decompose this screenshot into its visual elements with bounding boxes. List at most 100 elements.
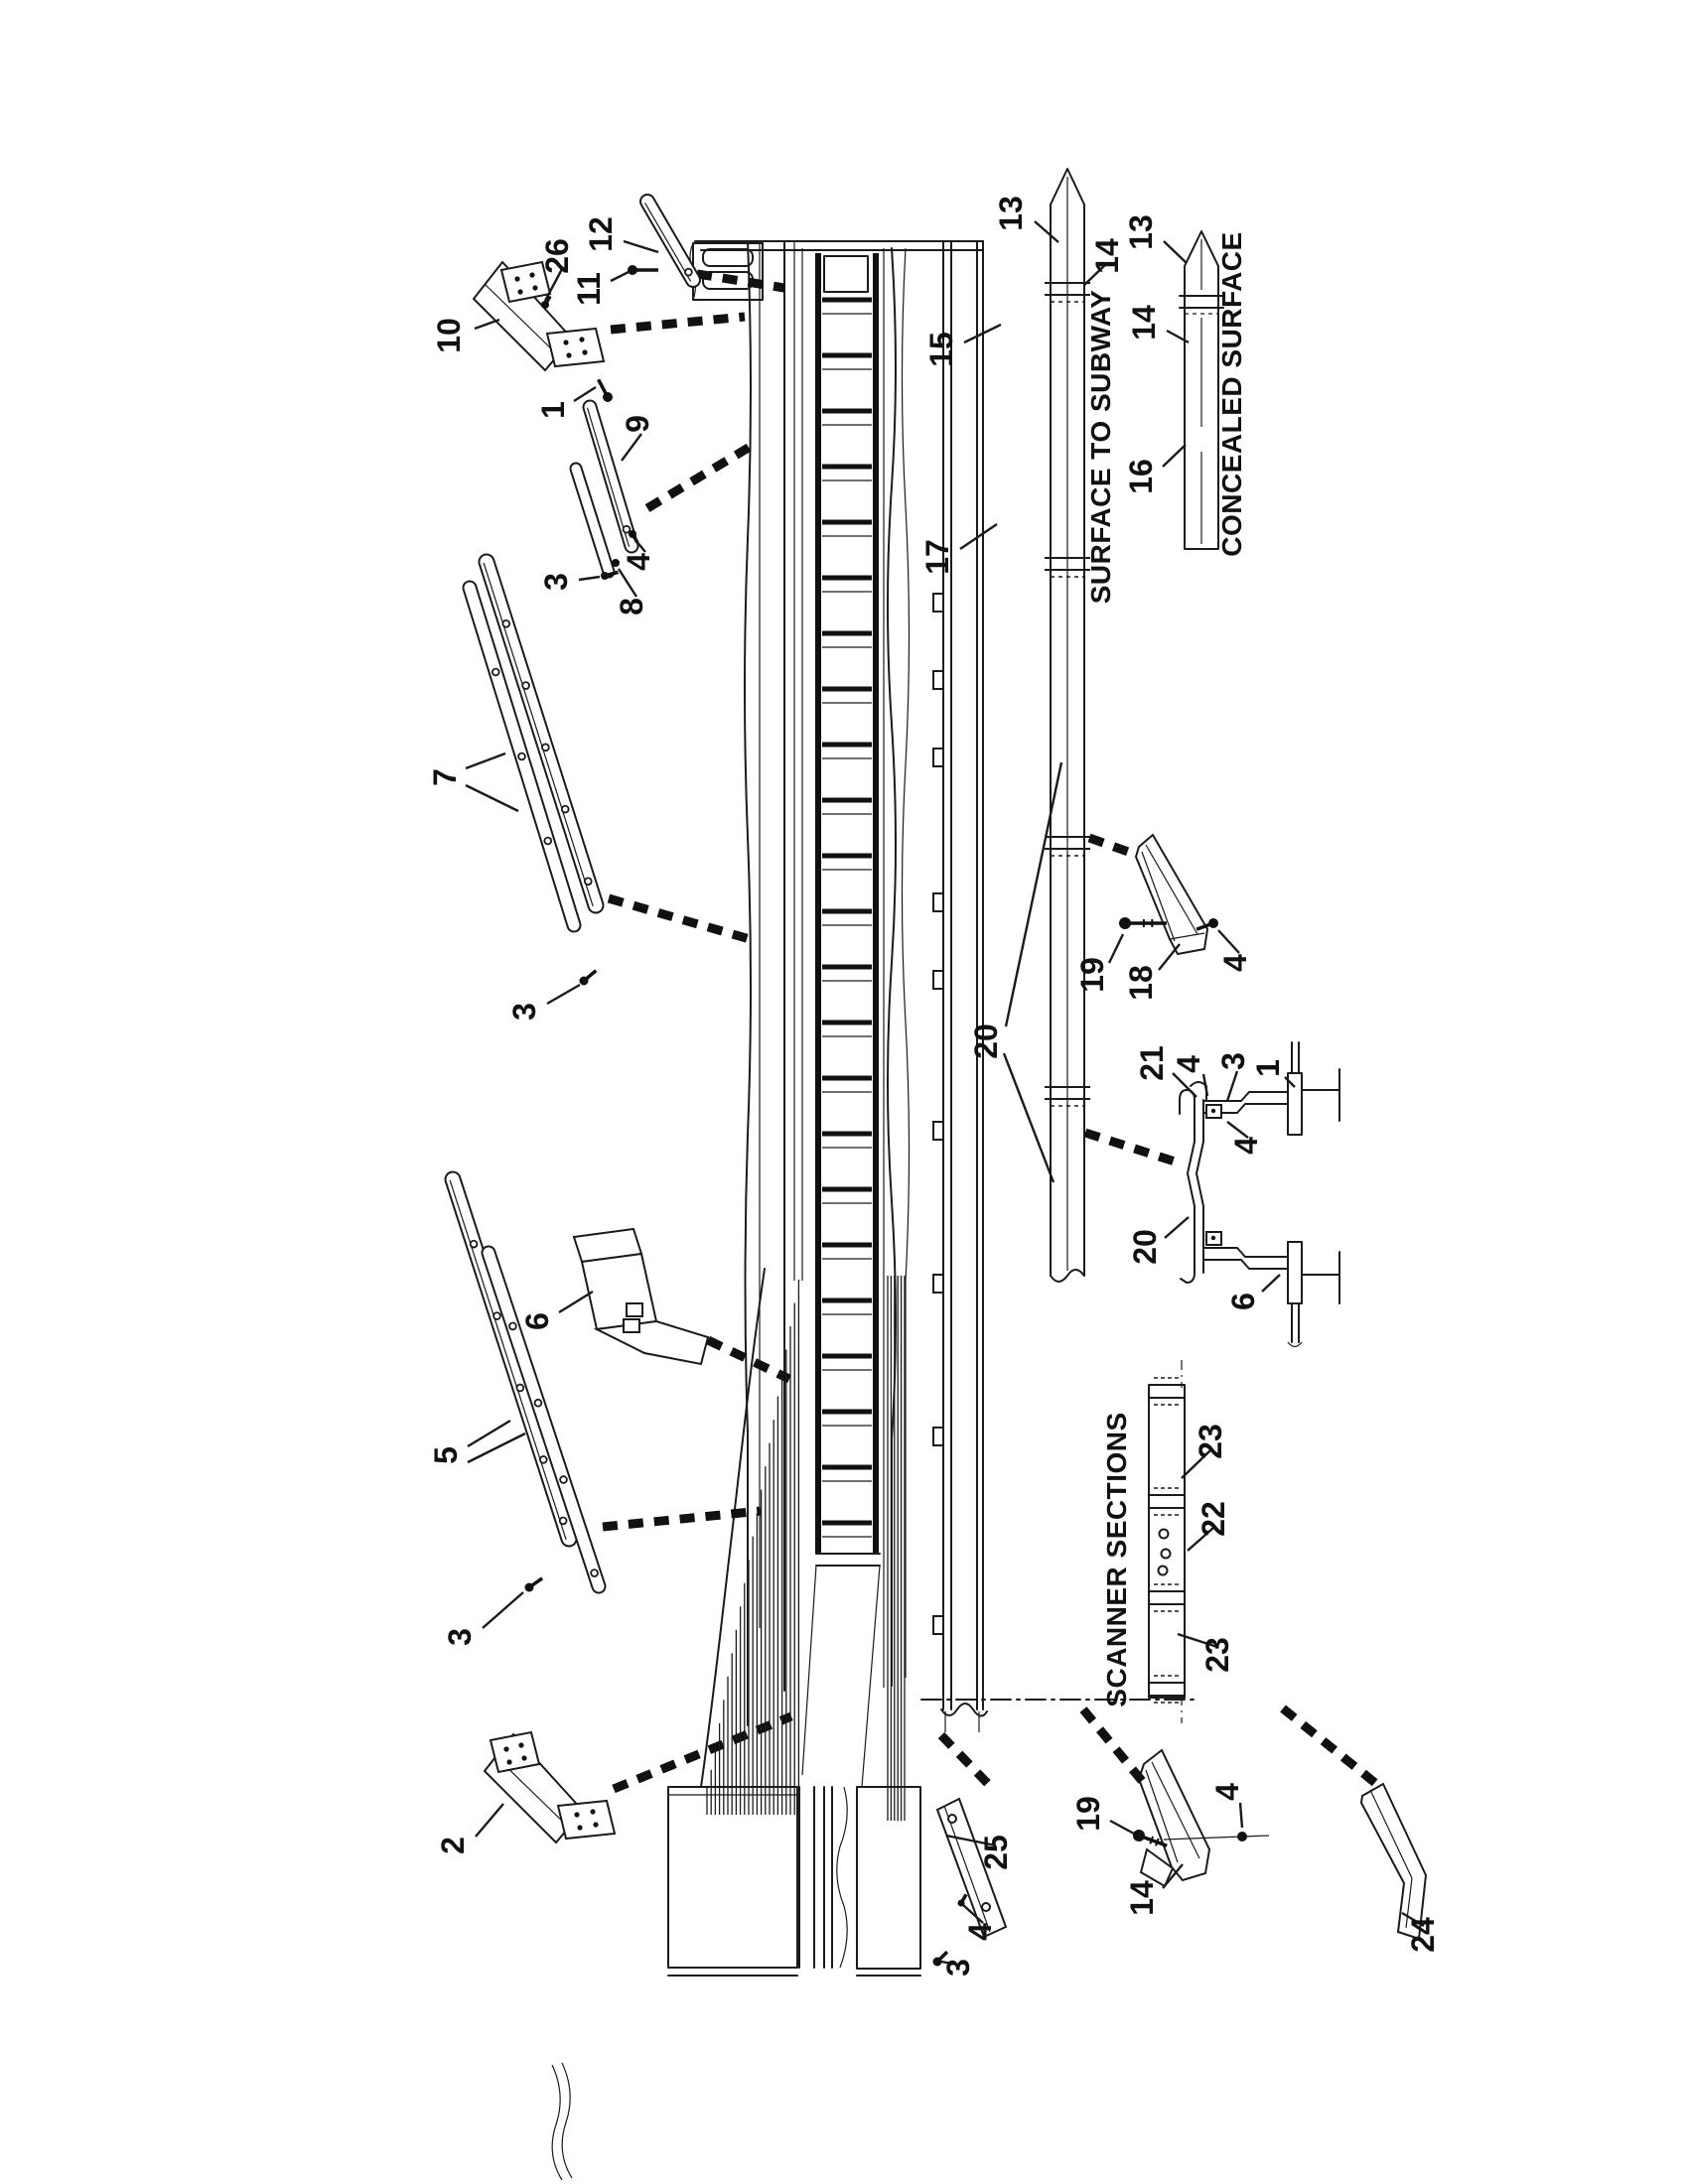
strip-12 bbox=[639, 194, 701, 288]
bracket-18 bbox=[1134, 833, 1209, 956]
part-callout-5: 5 bbox=[428, 1446, 464, 1464]
callout-leader bbox=[1002, 1052, 1055, 1183]
part-callout-3: 3 bbox=[1215, 1052, 1251, 1070]
rail-clamp-joints bbox=[1045, 282, 1090, 1107]
part-callout-24: 24 bbox=[1405, 1917, 1441, 1953]
callout-leader bbox=[1164, 1216, 1190, 1239]
screw-icon bbox=[524, 1576, 544, 1592]
strip-5a bbox=[444, 1170, 578, 1548]
plate-25 bbox=[935, 1797, 1008, 1939]
callout-leader bbox=[1181, 1449, 1211, 1479]
callout-leader bbox=[617, 568, 638, 598]
part-callout-7: 7 bbox=[427, 768, 463, 786]
callout-leader bbox=[546, 983, 581, 1006]
screw-icon bbox=[932, 1950, 949, 1967]
rail-surface-to-subway bbox=[1050, 168, 1085, 1283]
screw-icon bbox=[541, 295, 552, 309]
part-callout-15: 15 bbox=[923, 332, 959, 367]
callout-leader bbox=[474, 318, 500, 331]
part-callout-26: 26 bbox=[539, 238, 575, 274]
callout-leader bbox=[482, 1591, 524, 1629]
screw-icon bbox=[597, 378, 613, 402]
callout-leader bbox=[1177, 1632, 1218, 1649]
deck-rail-tabs bbox=[932, 593, 944, 1635]
scanner-joints bbox=[1149, 1377, 1185, 1704]
part-callout-8: 8 bbox=[614, 598, 649, 615]
callout-leader bbox=[959, 523, 998, 550]
part-callout-6: 6 bbox=[1225, 1293, 1261, 1310]
part-callout-6: 6 bbox=[519, 1312, 555, 1330]
callout-leader bbox=[558, 1290, 594, 1314]
part-callout-4: 4 bbox=[962, 1923, 998, 1941]
callout-leader bbox=[1261, 1274, 1281, 1293]
bracket-6 bbox=[572, 1227, 710, 1366]
part-callout-22: 22 bbox=[1196, 1501, 1231, 1537]
callout-leader bbox=[1226, 1121, 1249, 1139]
part-callout-13: 13 bbox=[1123, 214, 1159, 250]
part-callout-17: 17 bbox=[919, 539, 955, 575]
callout-leader bbox=[578, 575, 601, 582]
callout-leader bbox=[543, 268, 564, 302]
part-callout-3: 3 bbox=[442, 1628, 478, 1646]
part-callout-16: 16 bbox=[1123, 459, 1159, 494]
scanner-sections-rail bbox=[1148, 1360, 1186, 1723]
part-callout-10: 10 bbox=[431, 318, 467, 353]
part-callout-4: 4 bbox=[1171, 1055, 1206, 1073]
callout-leader bbox=[1217, 929, 1240, 954]
screw-icon bbox=[1133, 1830, 1168, 1847]
wall-anchor-6 bbox=[1287, 1241, 1340, 1348]
callout-leader bbox=[963, 323, 1002, 344]
part-callout-1: 1 bbox=[535, 401, 571, 419]
part-callout-11: 11 bbox=[571, 272, 607, 306]
callout-leader bbox=[610, 270, 630, 283]
screw-icon bbox=[579, 969, 598, 986]
callout-leader bbox=[467, 1432, 526, 1464]
part-callout-12: 12 bbox=[583, 216, 619, 252]
part-callout-14: 14 bbox=[1124, 1880, 1160, 1916]
clip-21 bbox=[1190, 1081, 1207, 1101]
bracket-2 bbox=[483, 1730, 617, 1844]
screw-axis-line bbox=[1163, 1835, 1270, 1841]
step-band bbox=[801, 253, 881, 1788]
callout-leader bbox=[1107, 933, 1125, 964]
comb-hatch-right bbox=[887, 1276, 906, 1821]
part-callout-2: 2 bbox=[435, 1837, 471, 1854]
screws bbox=[524, 265, 1247, 1967]
callout-leader bbox=[1162, 444, 1187, 468]
bracket-14 bbox=[1137, 1748, 1211, 1888]
part-callout-20: 20 bbox=[968, 1024, 1004, 1059]
landing-plate-left bbox=[667, 1786, 798, 1977]
screw-icon bbox=[1119, 917, 1167, 929]
callout-leader bbox=[465, 751, 506, 770]
part-callout-1: 1 bbox=[1250, 1059, 1286, 1077]
part-callout-20: 20 bbox=[1127, 1229, 1163, 1265]
callout-leader bbox=[634, 539, 646, 553]
callout-leader bbox=[1172, 1072, 1197, 1098]
main-assembly bbox=[551, 240, 988, 2181]
callout-leader bbox=[1201, 1073, 1209, 1097]
part-callout-9: 9 bbox=[620, 415, 655, 433]
part-callout-4: 4 bbox=[1228, 1137, 1264, 1155]
callout-leader bbox=[623, 239, 659, 254]
callout-leader bbox=[1109, 1819, 1135, 1836]
callout-leader bbox=[945, 1834, 997, 1847]
screw-icon bbox=[957, 1893, 968, 1907]
callout-leader bbox=[475, 1803, 504, 1838]
callout-leader bbox=[1284, 1076, 1296, 1088]
callout-leader bbox=[1083, 263, 1107, 286]
screw-icon bbox=[1237, 1832, 1247, 1842]
callout-leader bbox=[1034, 220, 1059, 243]
callout-leader bbox=[1158, 943, 1181, 971]
part-callout-4: 4 bbox=[621, 553, 656, 571]
callout-leader bbox=[940, 1960, 960, 1967]
callout-leader bbox=[1166, 329, 1190, 344]
part-callout-19: 19 bbox=[1070, 1796, 1106, 1832]
part-callout-4: 4 bbox=[1209, 1783, 1245, 1801]
callout-leader bbox=[1163, 240, 1188, 264]
callout-leader bbox=[1162, 1863, 1184, 1889]
screw-icon bbox=[601, 570, 619, 580]
screw-icon bbox=[628, 265, 658, 275]
deck-rail-side-view bbox=[940, 240, 988, 1732]
